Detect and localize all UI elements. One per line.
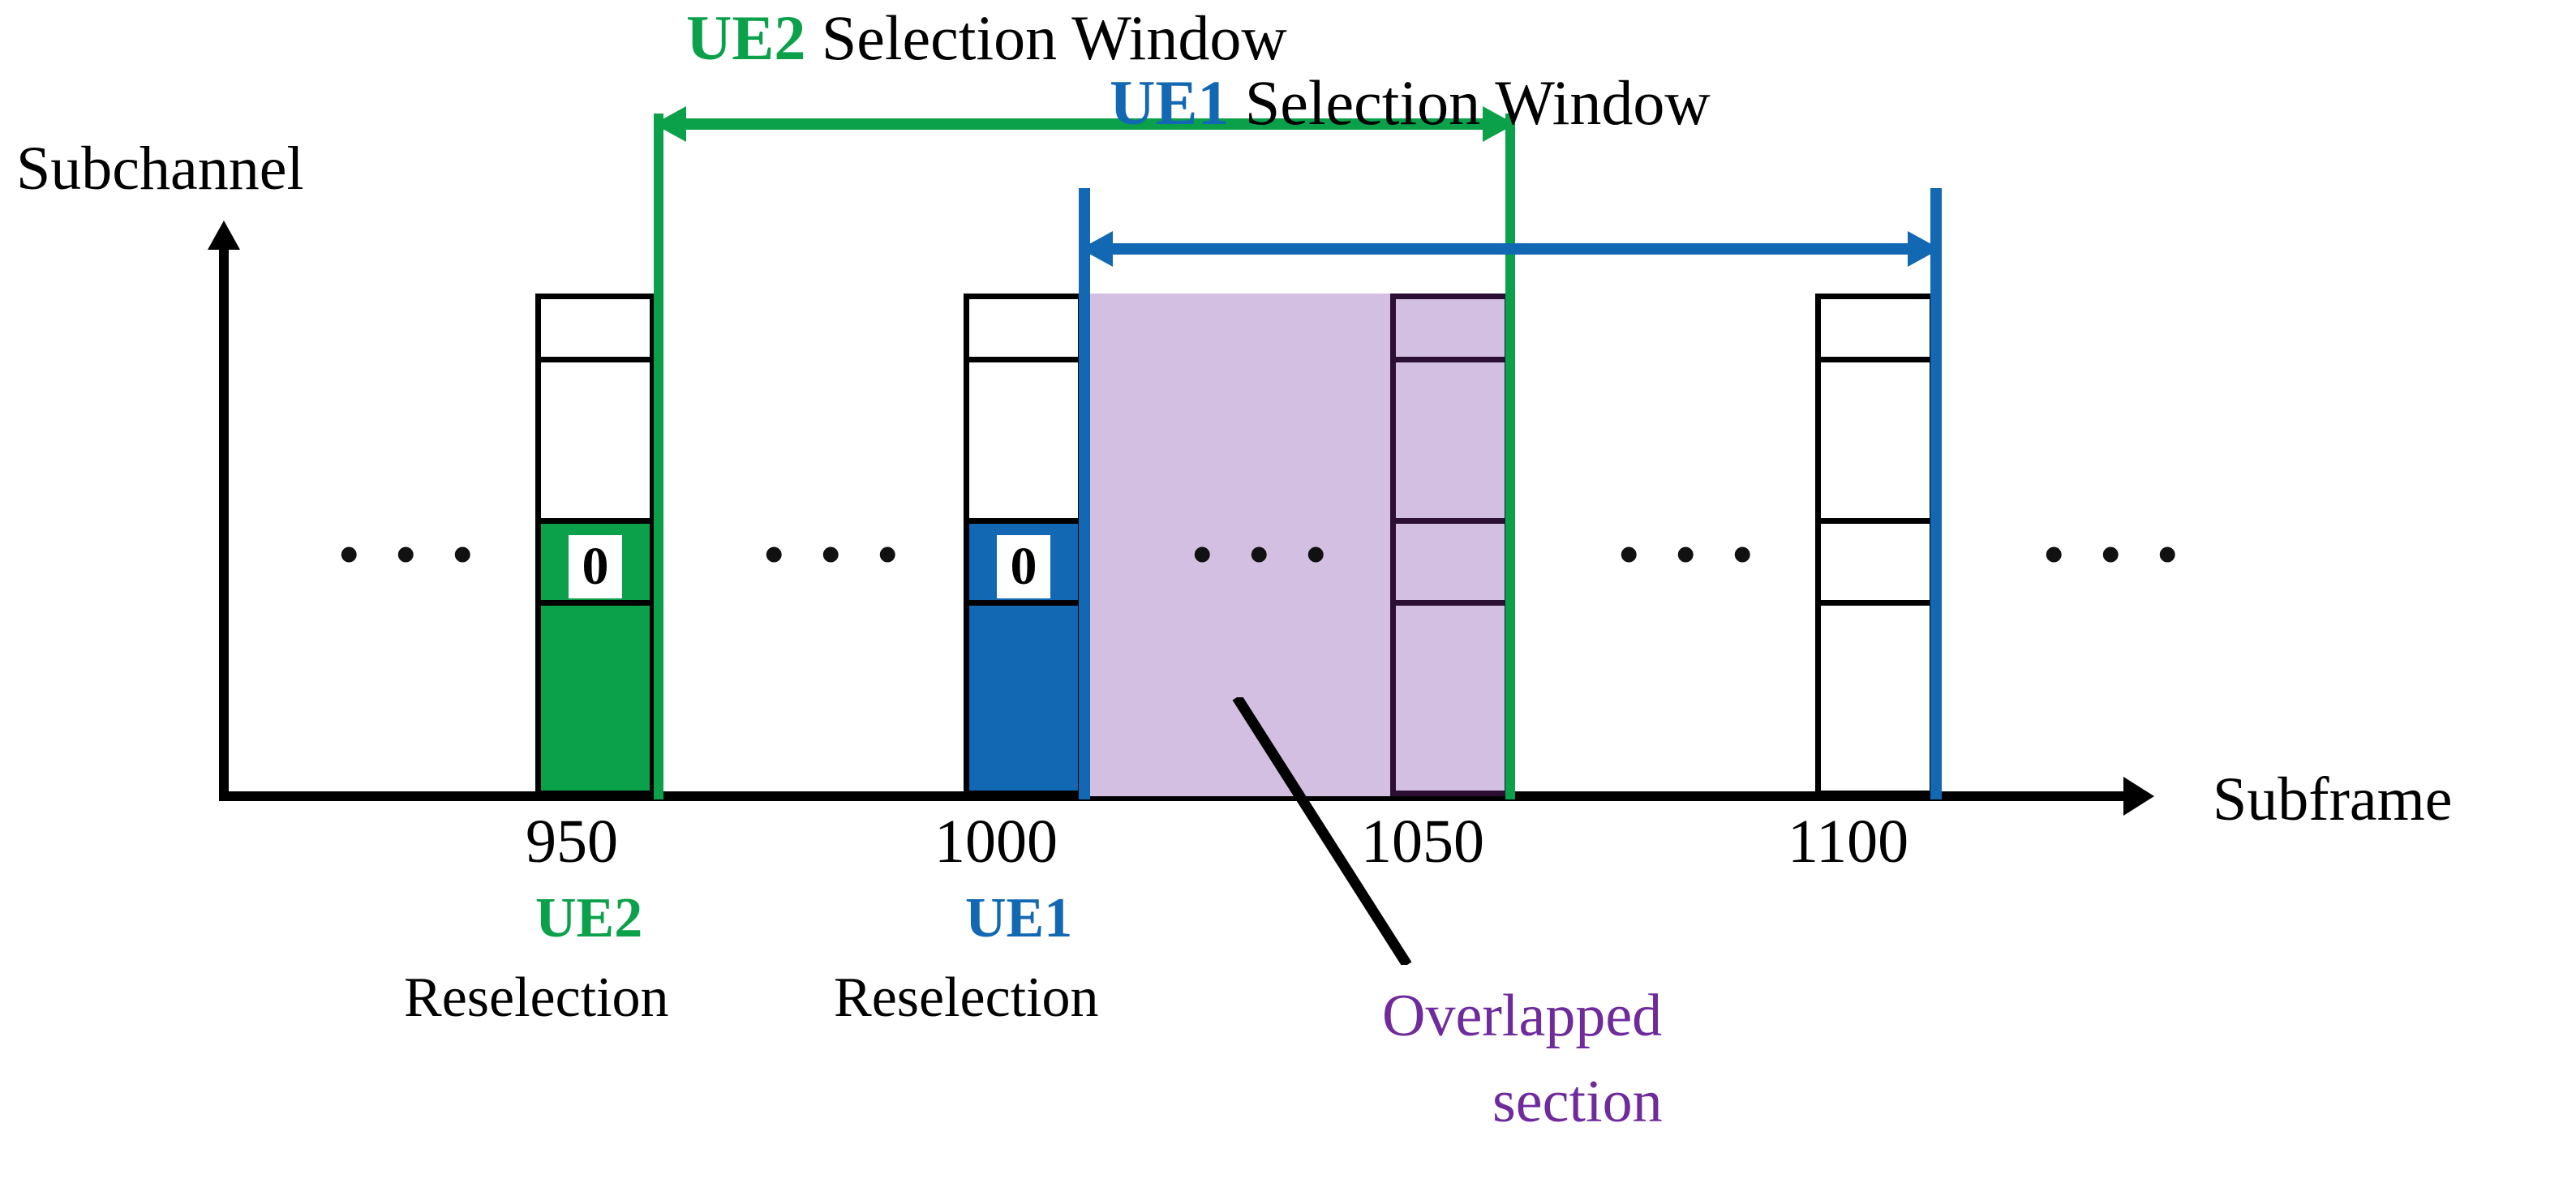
- cell-950-sc1: [541, 600, 650, 791]
- ue1-window-arrow-shaft: [1085, 243, 1937, 255]
- cell-1000-sc3: [969, 357, 1078, 518]
- x-tick-label-1000: 1000: [934, 808, 1058, 876]
- resource-column-1100[interactable]: [1815, 294, 1935, 796]
- ue2-window-arrow-left-head-icon: [654, 106, 686, 142]
- cell-1100-sc1: [1821, 600, 1930, 791]
- ue2-window-arrow-right-head-icon: [1483, 106, 1515, 142]
- ue1-window-end-line: [1930, 188, 1942, 799]
- ue1-window-title: UE1 Selection Window: [1110, 71, 1711, 135]
- overlapped-section-region: [1084, 294, 1510, 796]
- y-axis-line: [219, 243, 229, 801]
- ellipsis-mark-1: • • •: [339, 524, 484, 586]
- cell-1050-sc3: [1396, 357, 1505, 518]
- x-tick-label-1100: 1100: [1788, 808, 1909, 876]
- resource-column-950[interactable]: 0: [535, 294, 655, 796]
- ellipsis-mark-3: • • •: [1192, 524, 1337, 586]
- cell-1050-sc1: [1396, 600, 1505, 791]
- ue2-window-start-line: [654, 114, 663, 799]
- cell-1000-sc1: [969, 600, 1078, 791]
- ue2-window-title: UE2 Selection Window: [686, 6, 1287, 70]
- ue2-window-end-line: [1505, 114, 1515, 799]
- x-tick-label-1050: 1050: [1361, 808, 1484, 876]
- ue1-window-title-rest: Selection Window: [1229, 67, 1711, 138]
- ellipsis-mark-2: • • •: [764, 524, 909, 586]
- x-tick-label-950: 950: [526, 808, 618, 876]
- ue2-window-title-rest: Selection Window: [805, 2, 1287, 73]
- ellipsis-mark-5: • • •: [2044, 524, 2189, 586]
- ue1-window-arrow-left-head-icon: [1080, 231, 1113, 267]
- ue1-window-arrow-right-head-icon: [1908, 231, 1940, 267]
- ue2-window-arrow-shaft: [659, 118, 1512, 130]
- cell-label-1000: 0: [997, 535, 1050, 598]
- cell-950-sc2: 0: [541, 518, 650, 600]
- cell-1000-sc4: [969, 299, 1078, 357]
- overlapped-section-leader-line: [1232, 697, 1412, 965]
- cell-1100-sc3: [1821, 357, 1930, 518]
- y-axis-label: Subchannel: [16, 135, 304, 203]
- x-axis-arrow-icon: [2123, 777, 2154, 816]
- overlapped-section-title: Overlapped: [1382, 983, 1663, 1049]
- cell-label-950: 0: [569, 535, 622, 598]
- ue2-reselection-subtitle: Reselection: [404, 966, 669, 1029]
- cell-1100-sc4: [1821, 299, 1930, 357]
- ellipsis-mark-4: • • •: [1619, 524, 1764, 586]
- resource-column-1000[interactable]: 0: [964, 294, 1084, 796]
- ue1-window-start-line: [1079, 188, 1090, 799]
- cell-1050-sc4: [1396, 299, 1505, 357]
- ue2-reselection-title: UE2: [535, 887, 643, 949]
- ue1-reselection-title: UE1: [965, 887, 1073, 949]
- ue1-reselection-subtitle: Reselection: [834, 966, 1099, 1029]
- cell-1000-sc2: 0: [969, 518, 1078, 600]
- cell-1050-sc2: [1396, 518, 1505, 600]
- cell-950-sc3: [541, 357, 650, 518]
- cell-1100-sc2: [1821, 518, 1930, 600]
- x-axis-line: [219, 791, 2125, 801]
- ue2-window-title-ue: UE2: [686, 2, 806, 73]
- x-axis-label: Subframe: [2213, 765, 2453, 834]
- overlapped-section-subtitle: section: [1492, 1069, 1663, 1135]
- ue1-window-title-ue: UE1: [1110, 67, 1230, 138]
- y-axis-arrow-icon: [208, 221, 240, 250]
- cell-950-sc4: [541, 299, 650, 357]
